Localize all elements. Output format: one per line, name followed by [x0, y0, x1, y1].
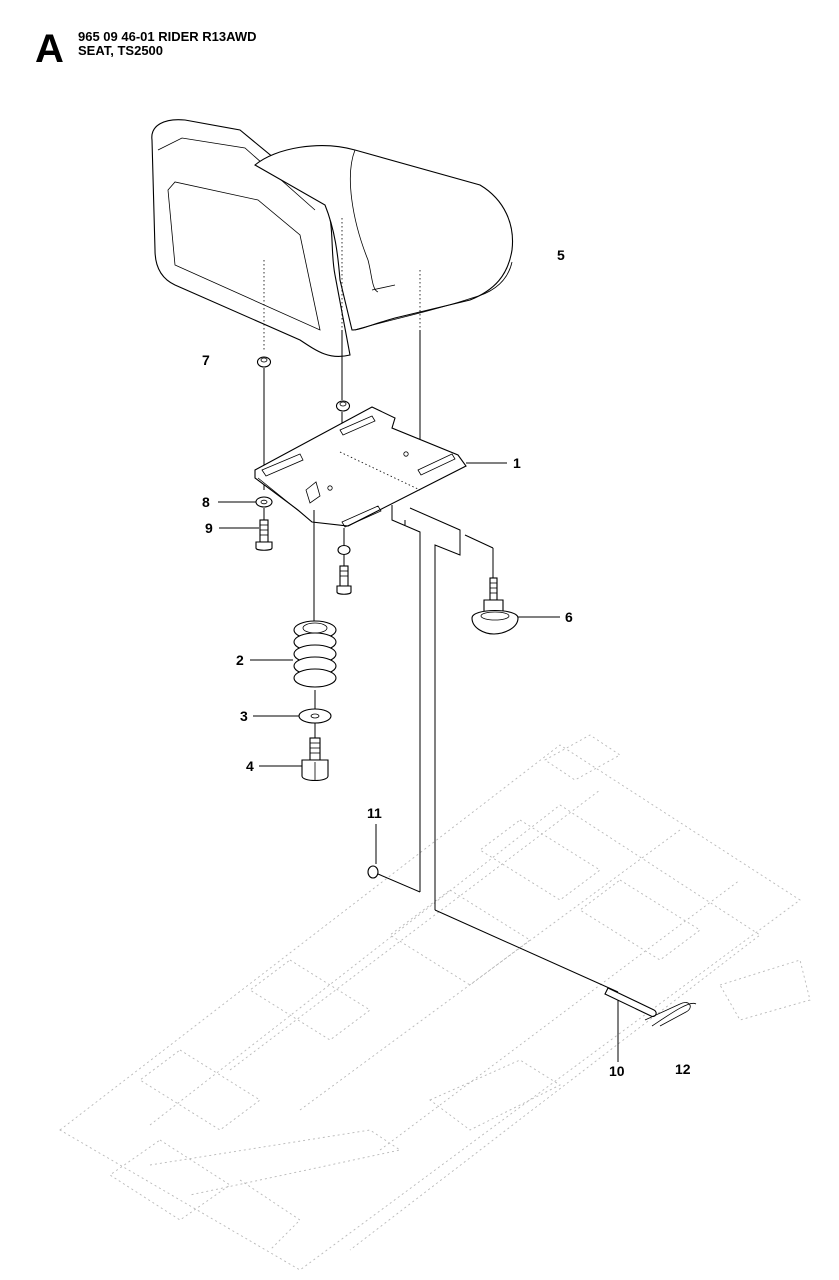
callout-6: 6 — [565, 609, 573, 625]
seat-plate-part-1[interactable] — [254, 406, 467, 528]
bolt-lower[interactable] — [336, 565, 352, 595]
mower-frame-ghost — [59, 734, 811, 1271]
nut-lower[interactable] — [337, 544, 351, 556]
ring-clip-part-11[interactable] — [367, 865, 379, 879]
knob-part-6[interactable] — [471, 577, 519, 635]
seat-part-5[interactable] — [151, 119, 514, 358]
seat-rails — [377, 505, 619, 993]
callout-10: 10 — [609, 1063, 625, 1079]
bolt-part-4[interactable] — [301, 737, 329, 782]
nut-part-7[interactable] — [256, 356, 272, 368]
washer-part-3[interactable] — [298, 708, 332, 724]
callout-4: 4 — [246, 758, 254, 774]
callout-9: 9 — [205, 520, 213, 536]
pin-part-10[interactable] — [604, 987, 657, 1017]
spring-part-2[interactable] — [293, 620, 337, 688]
section-letter: A — [35, 27, 64, 71]
callout-11: 11 — [367, 805, 382, 821]
callout-1: 1 — [513, 455, 521, 471]
bolt-part-9[interactable] — [255, 519, 273, 551]
callout-7: 7 — [202, 352, 210, 368]
diagram-title-line-2: SEAT, TS2500 — [78, 43, 163, 58]
callout-12: 12 — [675, 1061, 691, 1077]
diagram-title-line-1: 965 09 46-01 RIDER R13AWD — [78, 29, 256, 44]
callout-2: 2 — [236, 652, 244, 668]
washer-part-8[interactable] — [255, 496, 273, 508]
callout-5: 5 — [557, 247, 565, 263]
leader-lines — [218, 462, 560, 864]
callout-8: 8 — [202, 494, 210, 510]
callout-3: 3 — [240, 708, 248, 724]
hairpin-clip-part-12[interactable] — [644, 1002, 697, 1027]
nut-upper[interactable] — [335, 400, 351, 412]
